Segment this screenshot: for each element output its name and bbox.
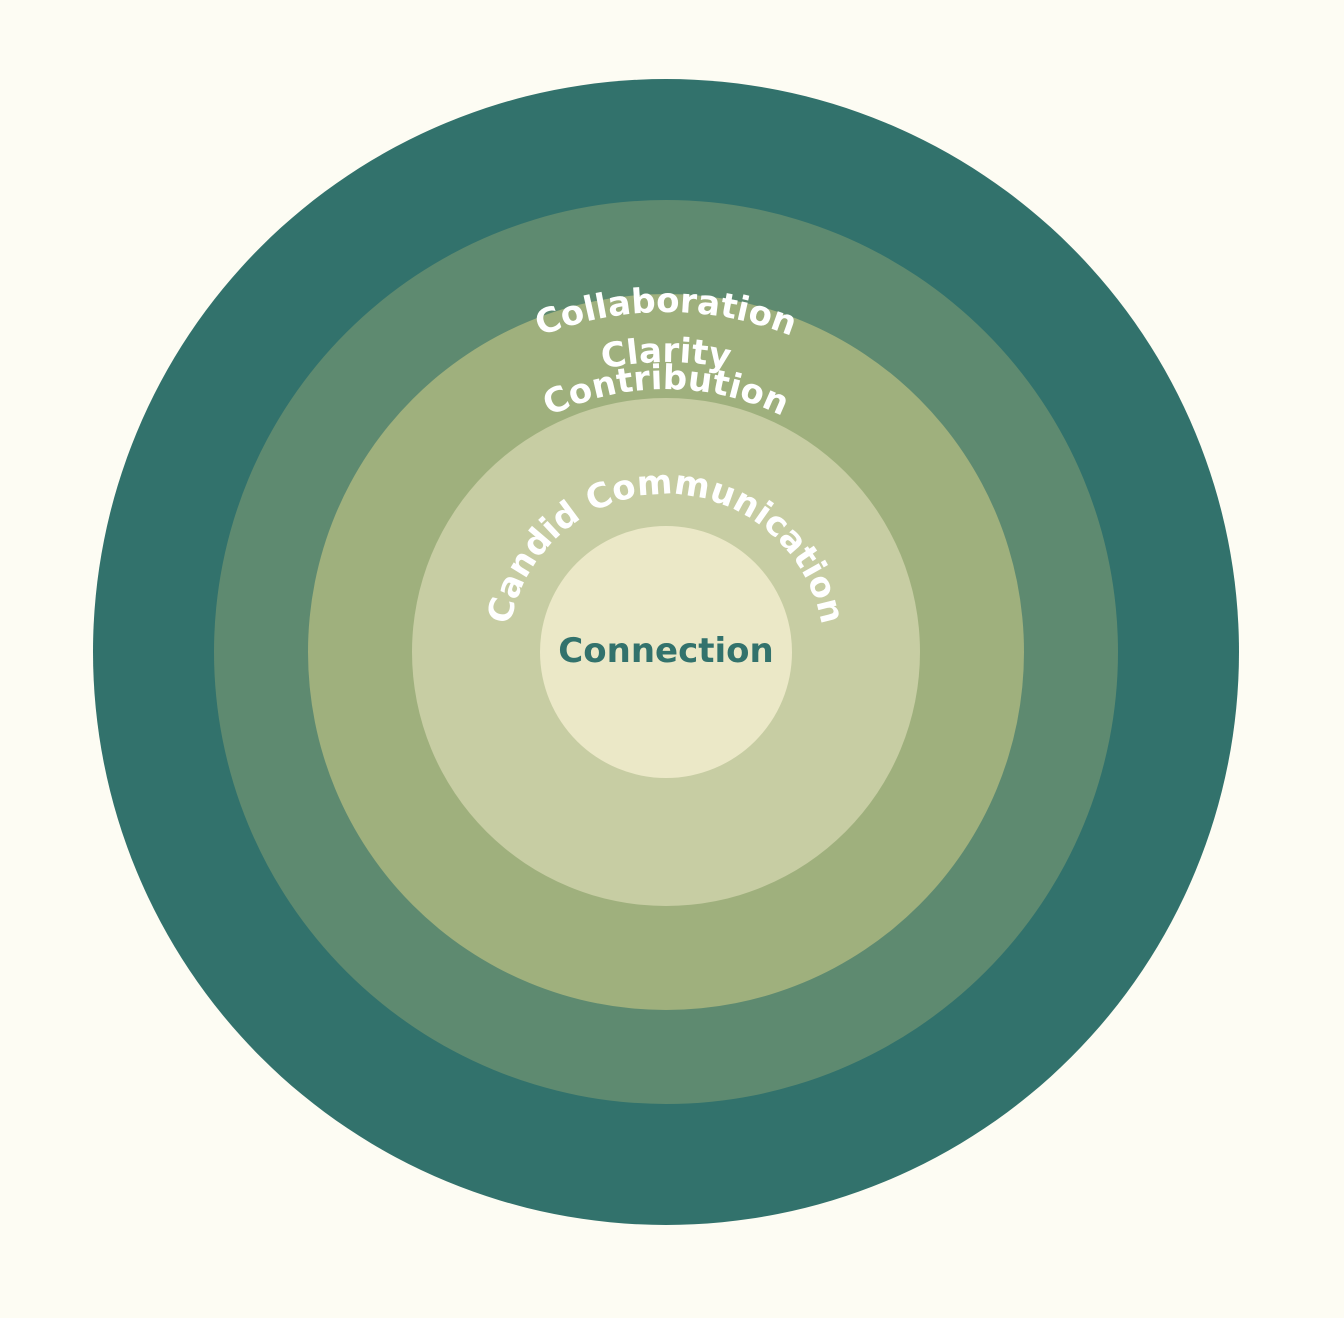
center-connection-circle (540, 526, 792, 778)
label-connection: Connection (558, 631, 773, 671)
label-clarity: Clarity (598, 331, 734, 378)
